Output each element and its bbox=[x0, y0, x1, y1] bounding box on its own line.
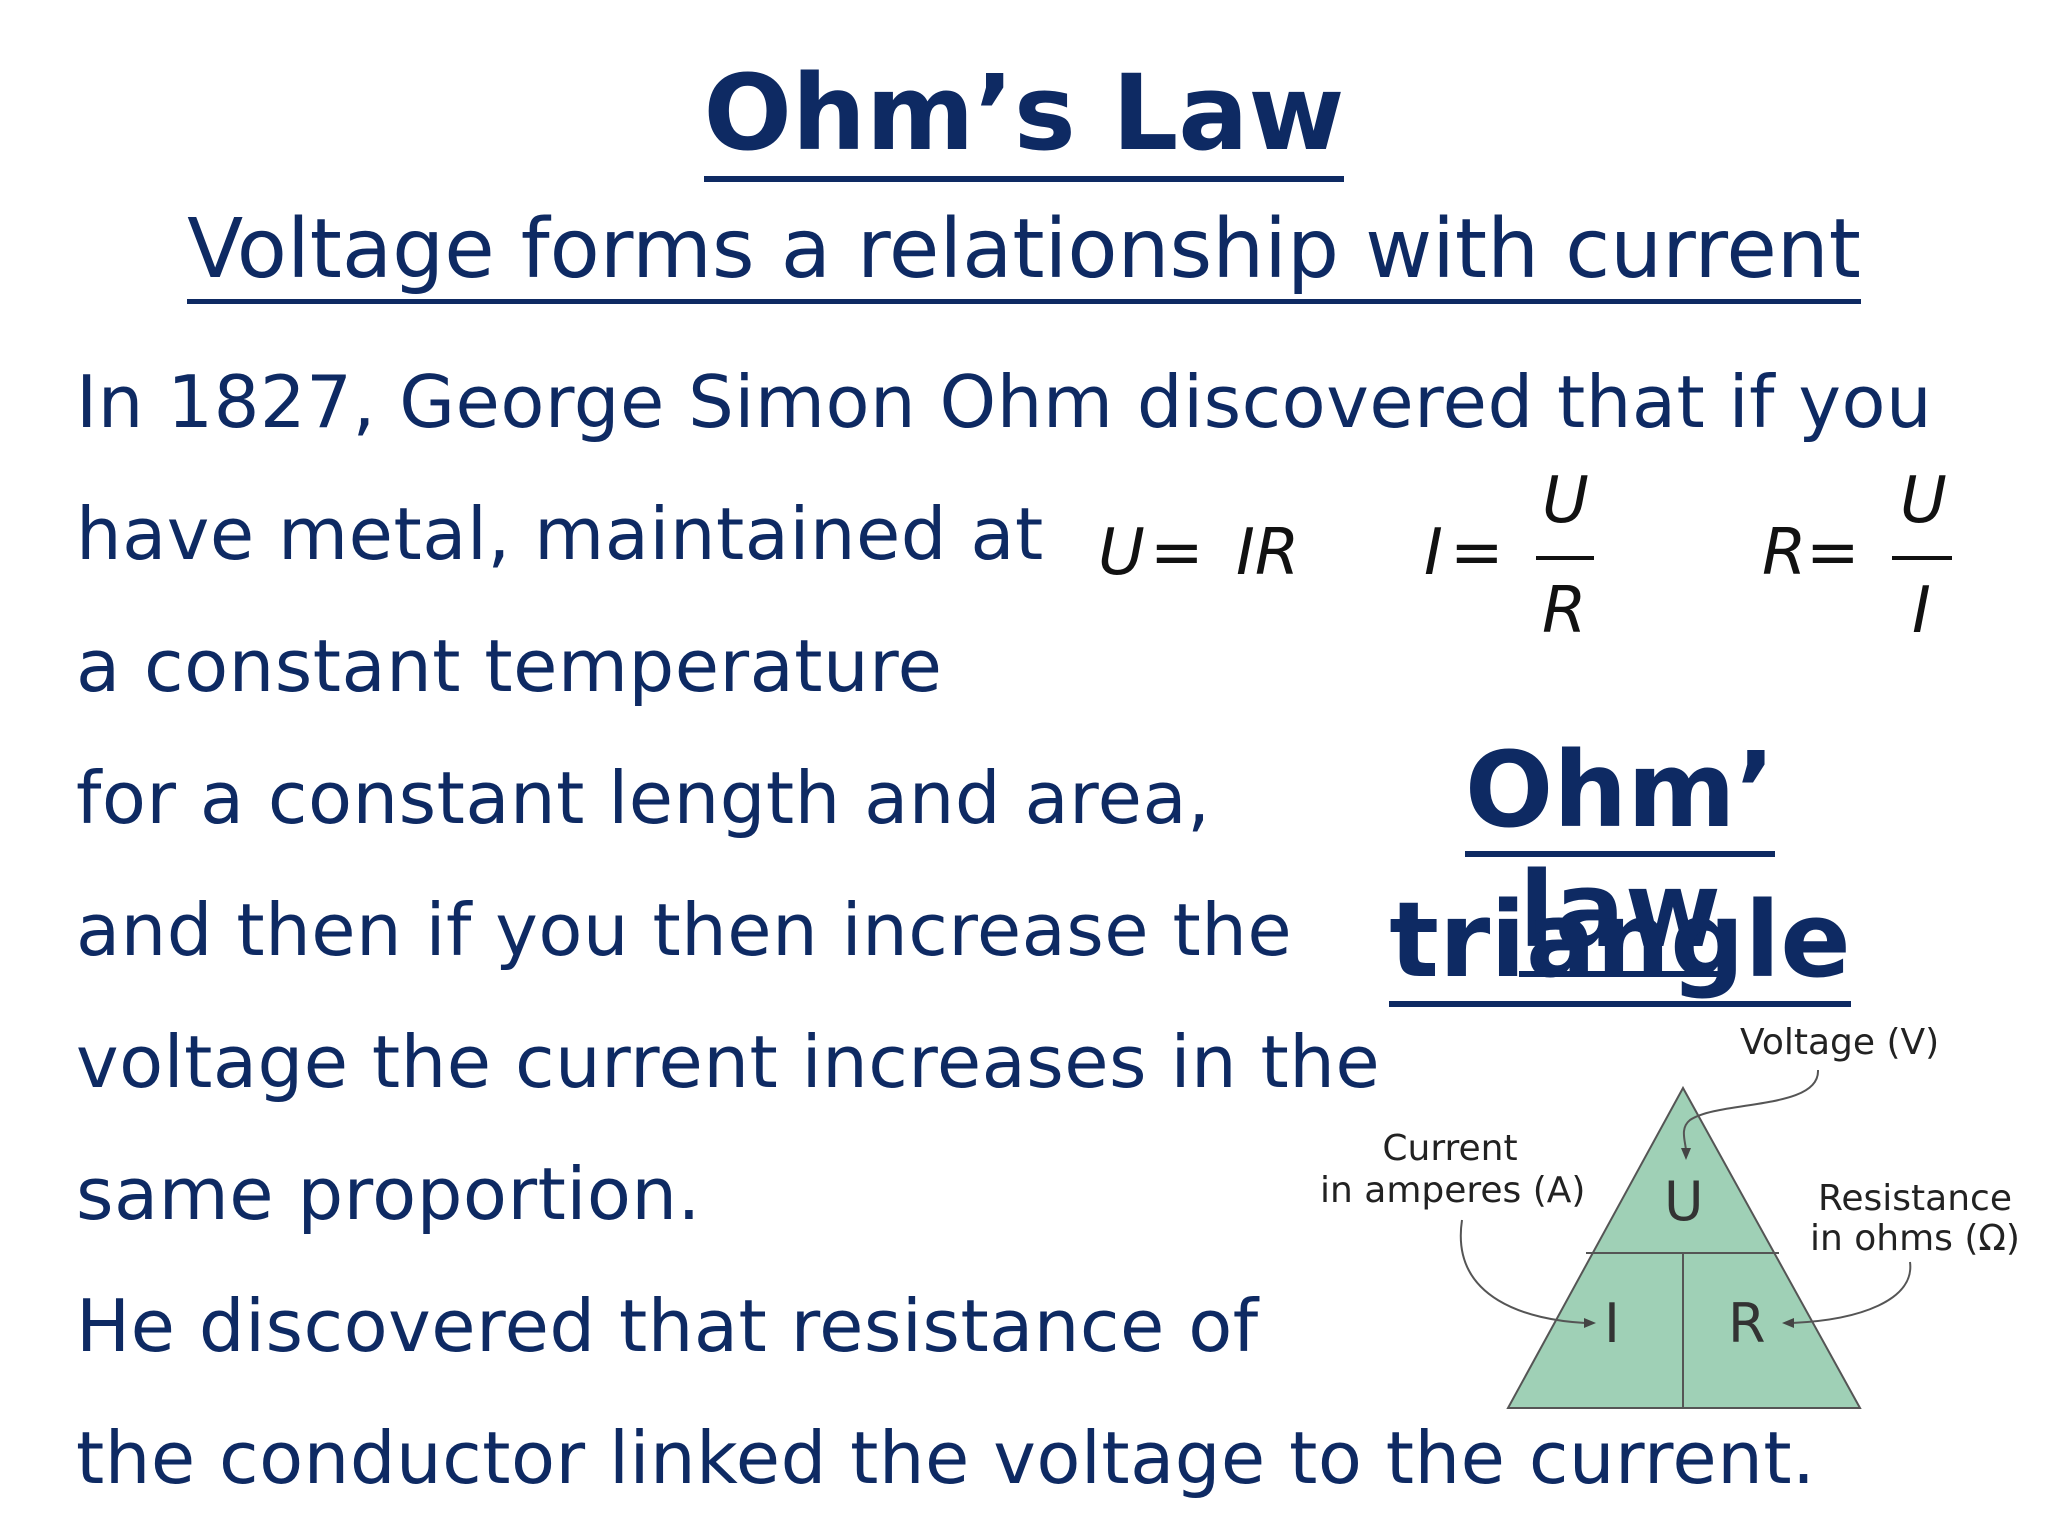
formula-3-lhs: R bbox=[1762, 516, 1807, 590]
resistance-arrow-head bbox=[1782, 1318, 1794, 1328]
triangle-letter-r: R bbox=[1728, 1292, 1766, 1355]
formula-1-equals: = bbox=[1150, 516, 1204, 590]
slide-subtitle-text: Voltage forms a relationship with curren… bbox=[187, 202, 1861, 304]
triangle-letter-i: I bbox=[1604, 1292, 1620, 1355]
body-line-2: have metal, maintained at bbox=[76, 492, 1044, 576]
triangle-heading-line-2: triangle bbox=[1360, 879, 1880, 1007]
formula-2-lhs: I bbox=[1424, 516, 1443, 590]
body-line-7: same proportion. bbox=[76, 1152, 701, 1236]
current-arrow-head bbox=[1584, 1318, 1596, 1328]
formula-2-denominator: R bbox=[1542, 574, 1587, 648]
triangle-heading-line-1-text: Ohm’ law bbox=[1464, 729, 1776, 977]
slide-title-text: Ohm’s Law bbox=[703, 52, 1345, 182]
body-line-4: for a constant length and area, bbox=[76, 756, 1211, 840]
label-voltage: Voltage (V) bbox=[1740, 1022, 1940, 1063]
slide-subtitle: Voltage forms a relationship with curren… bbox=[0, 198, 2048, 304]
formula-3-denominator: I bbox=[1912, 574, 1931, 648]
voltage-arrow bbox=[1682, 1069, 1820, 1151]
triangle-letter-u: U bbox=[1664, 1170, 1704, 1233]
label-resistance-line-1: Resistance bbox=[1818, 1178, 2012, 1219]
formula-3-numerator: U bbox=[1900, 464, 1947, 538]
triangle-heading-line-1: Ohm’ law bbox=[1360, 729, 1880, 977]
formula-1-rhs: IR bbox=[1236, 516, 1300, 590]
resistance-arrow bbox=[1791, 1261, 1912, 1324]
body-line-5: and then if you then increase the bbox=[76, 888, 1293, 972]
body-line-8: He discovered that resistance of bbox=[76, 1284, 1259, 1368]
formula-1-lhs: U bbox=[1098, 516, 1145, 590]
formula-3-equals: = bbox=[1806, 516, 1860, 590]
formula-3-fraction-bar bbox=[1892, 556, 1952, 560]
formula-2-fraction-bar bbox=[1536, 556, 1594, 560]
voltage-arrow-head bbox=[1681, 1148, 1691, 1160]
label-current-line-2: in amperes (A) bbox=[1320, 1170, 1586, 1211]
triangle-heading-line-2-text: triangle bbox=[1389, 879, 1851, 1007]
formula-2-numerator: U bbox=[1542, 464, 1589, 538]
body-line-3: a constant temperature bbox=[76, 624, 943, 708]
label-current-line-1: Current bbox=[1382, 1128, 1518, 1169]
formula-2-equals: = bbox=[1450, 516, 1504, 590]
slide-title: Ohm’s Law bbox=[0, 48, 2048, 182]
current-arrow bbox=[1459, 1219, 1586, 1324]
body-line-1: In 1827, George Simon Ohm discovered tha… bbox=[76, 360, 1933, 444]
body-line-6: voltage the current increases in the bbox=[76, 1020, 1381, 1104]
body-line-9: the conductor linked the voltage to the … bbox=[76, 1416, 1816, 1500]
label-resistance-line-2: in ohms (Ω) bbox=[1810, 1218, 2020, 1259]
